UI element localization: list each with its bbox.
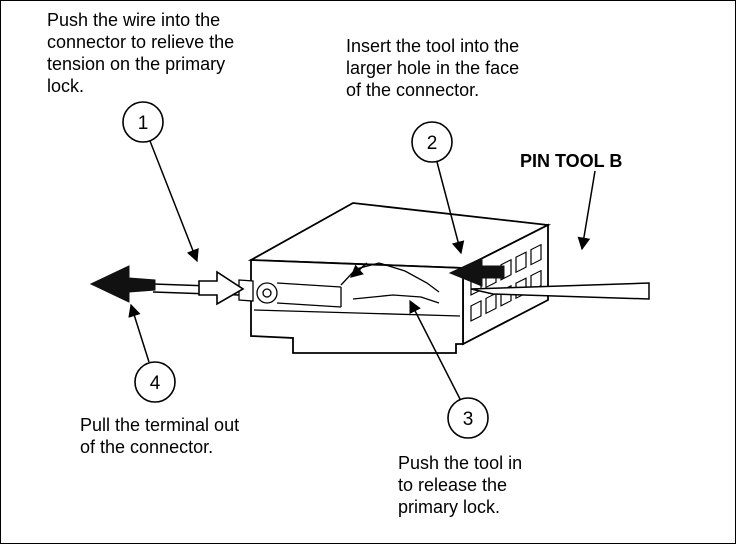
- caption-step-3: Push the tool in to release the primary …: [398, 453, 523, 517]
- lock-release-arrow: [350, 262, 368, 278]
- caption-step-4: Pull the terminal out of the connector.: [80, 415, 240, 457]
- pin-tool-label: PIN TOOL B: [520, 151, 623, 171]
- push-wire-arrow: [198, 270, 245, 306]
- pin-tool-pointer-line: [577, 170, 596, 251]
- connector-front-face: [250, 259, 464, 354]
- caption-step-1: Push the wire into the connector to reli…: [47, 10, 235, 96]
- callout-number-3: 3: [463, 409, 474, 430]
- callout-circle-2: [411, 121, 453, 163]
- callout-number-1: 1: [138, 113, 149, 134]
- callout-circles: 1 2 3 4: [122, 101, 489, 439]
- wire-seal: [256, 282, 278, 304]
- callout-circle-3: [447, 397, 489, 439]
- leader-line-3: [409, 299, 461, 400]
- caption-step-2: Insert the tool into the larger hole in …: [346, 36, 520, 100]
- wire-core: [262, 288, 272, 298]
- leader-line-1: [149, 140, 199, 263]
- terminal-shelf-line: [253, 309, 461, 317]
- terminal-body: [276, 282, 342, 308]
- callout-circle-4: [134, 361, 176, 403]
- callout-circle-1: [122, 101, 164, 143]
- leader-line-2: [436, 161, 465, 255]
- insert-tool-arrow: [448, 257, 505, 287]
- callout-leaders: [128, 140, 465, 400]
- wire-entry-collar: [238, 279, 254, 302]
- leader-line-4: [128, 303, 150, 363]
- pull-direction-arrow: [89, 265, 156, 303]
- connector-interior: [238, 262, 461, 317]
- callout-number-4: 4: [150, 373, 161, 394]
- connector-body: [247, 202, 552, 354]
- terminal-channel: [352, 294, 440, 304]
- callout-number-2: 2: [427, 133, 438, 154]
- pin-tool: [470, 282, 650, 300]
